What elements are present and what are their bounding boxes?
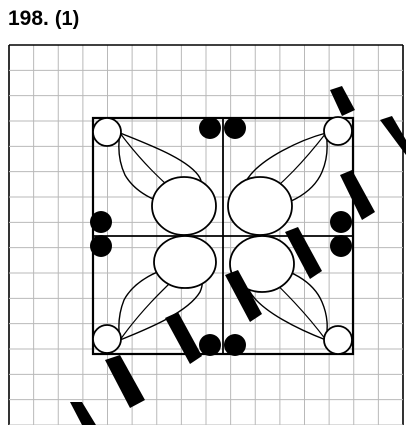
dot-right-2 [330, 235, 352, 257]
problem-number: 198. [8, 7, 49, 30]
dot-top-1 [199, 117, 221, 139]
oval-top-right [227, 176, 293, 236]
oval-bottom-left [153, 235, 217, 289]
dot-top-2 [224, 117, 246, 139]
problem-part: (1) [54, 7, 80, 30]
circle-top-left [92, 117, 122, 147]
outer-frame [91, 116, 355, 356]
oval-top-left [151, 176, 217, 236]
dot-left-1 [90, 211, 112, 233]
problem-header: 198. (1) [8, 4, 79, 34]
oval-bottom-right [229, 235, 295, 293]
watermark [70, 86, 406, 425]
dot-bottom-2 [224, 334, 246, 356]
circle-bottom-right [323, 325, 353, 355]
circle-top-right [323, 116, 353, 146]
dot-left-2 [90, 235, 112, 257]
dot-right-1 [330, 211, 352, 233]
corner-circles [92, 116, 353, 355]
black-dots [90, 117, 352, 356]
center-ovals [151, 176, 295, 293]
circle-bottom-left [92, 324, 122, 354]
dot-bottom-1 [199, 334, 221, 356]
